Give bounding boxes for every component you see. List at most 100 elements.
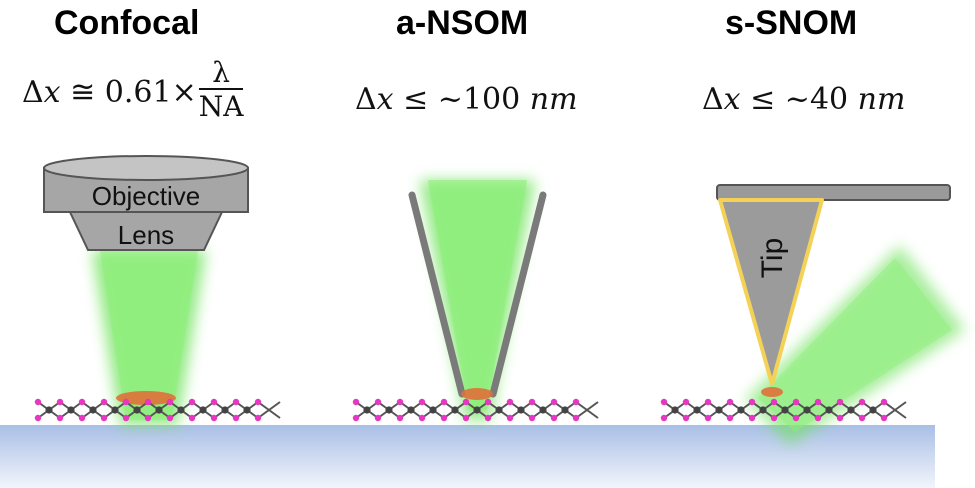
atom-pink (880, 398, 888, 406)
atom-pink (682, 398, 690, 406)
atom-pink (78, 398, 86, 406)
atom-pink (210, 414, 218, 422)
atom-gray (155, 406, 163, 414)
atom-gray (363, 406, 371, 414)
atom-gray (517, 406, 525, 414)
atom-pink (166, 414, 174, 422)
formula-ansom: Δx ≤ ~100 nm (355, 82, 578, 117)
atom-pink (814, 398, 822, 406)
atom-pink (462, 414, 470, 422)
atom-pink (770, 398, 778, 406)
atom-pink (144, 398, 152, 406)
atom-gray (111, 406, 119, 414)
atom-pink (34, 398, 42, 406)
atom-pink (418, 398, 426, 406)
nsom-probe (408, 191, 547, 398)
atom-gray (45, 406, 53, 414)
atom-pink (34, 414, 42, 422)
formula-numerator: λ (212, 56, 230, 89)
atom-pink (374, 398, 382, 406)
atom-pink (396, 414, 404, 422)
atom-pink (188, 414, 196, 422)
atom-pink (880, 414, 888, 422)
atom-pink (550, 398, 558, 406)
atom-gray (671, 406, 679, 414)
atom-pink (836, 398, 844, 406)
molecule-chain-confocal (34, 398, 281, 422)
atom-gray (407, 406, 415, 414)
atom-pink (484, 414, 492, 422)
formula-var: x (376, 82, 394, 117)
objective-lens (43, 155, 249, 251)
molecule-chain-snom (660, 398, 907, 422)
atom-pink (440, 398, 448, 406)
atom-pink (210, 398, 218, 406)
atom-pink (232, 398, 240, 406)
formula-relation: ≤ ~100 (393, 82, 530, 117)
atom-gray (473, 406, 481, 414)
formula-delta: Δ (22, 75, 44, 110)
nsom-hotspot (461, 388, 493, 400)
lens-label-1: Objective (92, 181, 200, 211)
panel-title-confocal: Confocal (54, 4, 200, 42)
atom-pink (682, 414, 690, 422)
formula-delta: Δ (355, 82, 377, 117)
atom-gray (67, 406, 75, 414)
atom-pink (166, 398, 174, 406)
atom-gray (89, 406, 97, 414)
atom-pink (78, 414, 86, 422)
atom-pink (528, 398, 536, 406)
atom-pink (660, 414, 668, 422)
atom-pink (462, 398, 470, 406)
atom-gray (737, 406, 745, 414)
atom-pink (836, 414, 844, 422)
atom-pink (100, 414, 108, 422)
atom-pink (770, 414, 778, 422)
atom-pink (528, 414, 536, 422)
formula-unit: nm (857, 82, 906, 117)
atom-gray (825, 406, 833, 414)
atom-pink (704, 414, 712, 422)
atom-pink (232, 414, 240, 422)
snom-tip (718, 198, 824, 386)
confocal-beam (92, 250, 206, 425)
atom-pink (188, 398, 196, 406)
formula-var: x (43, 75, 61, 110)
atom-gray (385, 406, 393, 414)
formula-unit: nm (529, 82, 578, 117)
atom-pink (506, 414, 514, 422)
molecule-chain-nsom (352, 398, 599, 422)
atom-pink (792, 414, 800, 422)
tip-label: Tip (756, 238, 789, 279)
atom-gray (243, 406, 251, 414)
atom-pink (352, 398, 360, 406)
confocal-hotspot (116, 391, 176, 405)
atom-pink (572, 414, 580, 422)
panel-title-ansom: a-NSOM (396, 4, 529, 42)
atom-pink (374, 414, 382, 422)
atom-gray (561, 406, 569, 414)
atom-gray (803, 406, 811, 414)
atom-pink (144, 414, 152, 422)
atom-pink (704, 398, 712, 406)
atom-pink (396, 398, 404, 406)
substrate (0, 425, 935, 488)
formula-delta: Δ (702, 82, 724, 117)
atom-pink (858, 398, 866, 406)
atom-gray (177, 406, 185, 414)
atom-pink (418, 414, 426, 422)
atom-pink (254, 398, 262, 406)
atom-pink (814, 414, 822, 422)
snom-beam (745, 245, 965, 445)
atom-pink (550, 414, 558, 422)
formula-relation: ≤ ~40 (740, 82, 858, 117)
atom-pink (506, 398, 514, 406)
atom-pink (56, 414, 64, 422)
atom-pink (100, 398, 108, 406)
snom-hotspot (761, 387, 783, 397)
atom-pink (572, 398, 580, 406)
atom-pink (56, 398, 64, 406)
atom-pink (122, 414, 130, 422)
